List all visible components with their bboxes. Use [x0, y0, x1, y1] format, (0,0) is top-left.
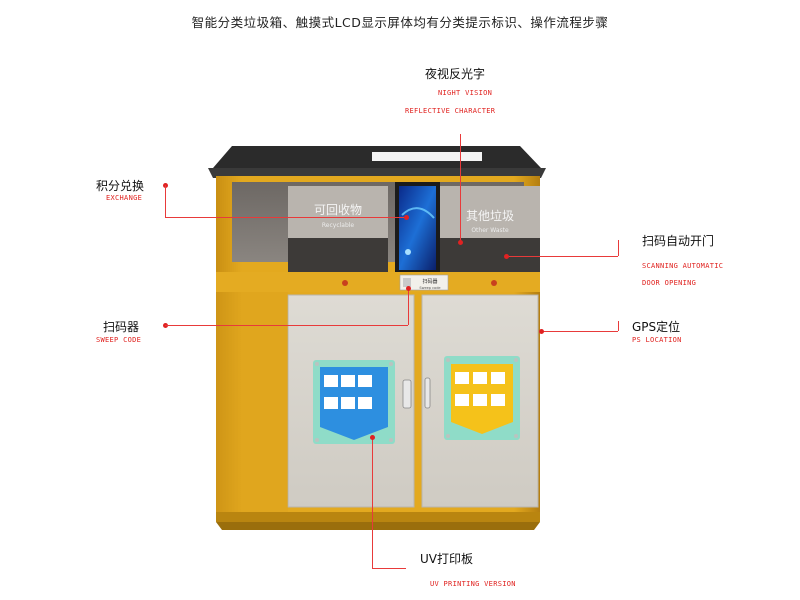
right-uv-board [444, 356, 520, 440]
right-sign-en: Other Waste [471, 227, 509, 234]
leader-gps-horizontal [541, 331, 618, 332]
callout-scan-door-cn: 扫码自动开门 [642, 234, 715, 248]
anchor-dot-sweep-code [405, 285, 411, 291]
leader-scan-door-vertical [618, 240, 619, 256]
callout-uv-cn: UV打印板 [420, 552, 473, 566]
leader-uv-vertical [372, 437, 373, 568]
callout-gps-en: PS LOCATION [632, 336, 682, 344]
right-throw-slot [440, 238, 540, 272]
leader-exchange-vertical [165, 185, 166, 217]
anchor-dot-exchange [403, 214, 409, 220]
scanner-panel [399, 274, 449, 291]
lcd-screen [399, 186, 436, 270]
callout-exchange-cn: 积分兑换 [96, 179, 145, 193]
leader-sweep-code-vertical [408, 288, 409, 325]
left-uv-board [313, 360, 395, 444]
scanner-sublabel: Sweep code [419, 286, 440, 290]
right-indicator-light [491, 280, 497, 286]
leader-uv-horizontal [372, 568, 406, 569]
callout-gps-cn: GPS定位 [632, 320, 681, 334]
anchor-dot-night-vision [457, 239, 463, 245]
anchor-dot-uv [369, 434, 375, 440]
callout-scan-door-en1: SCANNING AUTOMATIC [642, 262, 724, 270]
leader-exchange-horizontal [165, 217, 406, 218]
callout-uv-en: UV PRINTING VERSION [430, 580, 516, 588]
left-door-handle [402, 379, 412, 409]
page-title: 智能分类垃圾箱、触摸式LCD显示屏体均有分类提示标识、操作流程步骤 [191, 15, 609, 30]
callout-sweep-code-en: SWEEP CODE [96, 336, 142, 344]
left-sign-cn: 可回收物 [314, 203, 362, 217]
leader-sweep-code-horizontal [165, 325, 408, 326]
anchor-dot-scan-door [503, 253, 509, 259]
cabinet-roof [208, 146, 546, 178]
left-throw-slot [288, 238, 388, 272]
right-sign-cn: 其他垃圾 [466, 208, 514, 223]
callout-exchange-en: EXCHANGE [106, 194, 143, 202]
leader-scan-door-horizontal [506, 256, 618, 257]
scanner-label: 扫码器 [422, 278, 437, 285]
callout-night-vision-en2: REFLECTIVE CHARACTER [405, 107, 496, 115]
right-door-handle [424, 377, 431, 409]
leader-gps-vertical [618, 321, 619, 331]
left-sign-en: Recyclable [322, 222, 355, 229]
callout-night-vision-en1: NIGHT VISION [438, 89, 493, 97]
leader-night-vision [460, 134, 461, 242]
callout-night-vision-cn: 夜视反光字 [425, 67, 486, 81]
roof-light-strip [372, 152, 482, 161]
callout-scan-door-en2: DOOR OPENING [642, 279, 697, 287]
left-indicator-light [342, 280, 348, 286]
anchor-dot-gps [538, 328, 544, 334]
callout-sweep-code-cn: 扫码器 [103, 320, 140, 334]
